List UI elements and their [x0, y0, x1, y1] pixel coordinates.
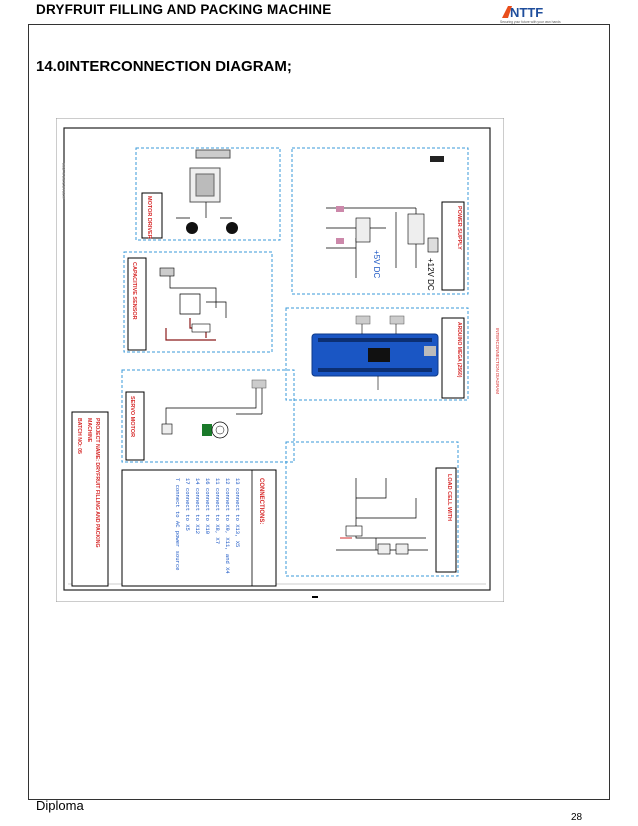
- page-border: [28, 24, 610, 800]
- motor-driver-module: MOTOR DRIVER: [135, 147, 281, 241]
- document-header-title: DRYFRUIT FILLING AND PACKING MACHINE: [36, 2, 332, 17]
- svg-text:NTTF: NTTF: [510, 5, 543, 20]
- section-title: 14.0INTERCONNECTION DIAGRAM;: [36, 58, 292, 75]
- svg-text:T connect to AC power source: T connect to AC power source: [174, 478, 181, 570]
- svg-text:17 connect to X5: 17 connect to X5: [184, 478, 191, 531]
- svg-text:BATCH NO: 05: BATCH NO: 05: [76, 418, 82, 454]
- svg-text:16 connect to X10: 16 connect to X10: [204, 478, 211, 534]
- load-cell-module: LOAD CELL WITH: [285, 441, 459, 577]
- svg-text:CONNECTIONS:: CONNECTIONS:: [258, 478, 264, 524]
- svg-text:13 connect to X13, X5: 13 connect to X13, X5: [234, 478, 241, 547]
- diagram-side-title: INTERCONNECTION DIAGRAM: [495, 328, 500, 394]
- svg-text:Securing your future with your: Securing your future with your own hands: [500, 20, 561, 24]
- svg-text:14 connect to X12: 14 connect to X12: [194, 478, 201, 534]
- svg-text:LOAD CELL WITH: LOAD CELL WITH: [446, 474, 452, 521]
- svg-text:11 connect to X8, X7: 11 connect to X8, X7: [214, 478, 221, 544]
- arduino-mega-module: ARDUINO MEGA (2560): [285, 307, 469, 401]
- footer-label: Diploma: [36, 798, 84, 813]
- capacitive-sensor-module: CAPACITIVE SENSOR: [123, 251, 273, 353]
- svg-text:CAPACITIVE SENSOR: CAPACITIVE SENSOR: [131, 262, 137, 320]
- connections-box: CONNECTIONS: 13 connect to X13, X5 12 co…: [121, 469, 277, 587]
- interconnection-diagram: DIM. 0 DIRECTORY MOTOR DRIVER POWER SUPP…: [56, 118, 504, 602]
- servo-motor-module: SERVO MOTOR: [121, 369, 295, 463]
- svg-text:SERVO MOTOR: SERVO MOTOR: [129, 396, 135, 437]
- page-number: 28: [571, 812, 583, 823]
- svg-text:ARDUINO MEGA (2560): ARDUINO MEGA (2560): [456, 322, 462, 378]
- svg-text:+5V DC: +5V DC: [372, 250, 381, 278]
- svg-text:PROJECT NAME: DRYFRUIT FILLING: PROJECT NAME: DRYFRUIT FILLING AND PACKI…: [94, 418, 100, 548]
- svg-text:MACHINE: MACHINE: [86, 418, 92, 443]
- project-title-box: PROJECT NAME: DRYFRUIT FILLING AND PACKI…: [71, 411, 109, 587]
- svg-text:DIM. 0 DIRECTORY: DIM. 0 DIRECTORY: [61, 163, 66, 200]
- svg-text:+12V DC: +12V DC: [426, 258, 435, 291]
- nttf-logo: NTTF Securing your future with your own …: [500, 5, 561, 24]
- power-supply-module: POWER SUPPLY +5V DC +12V DC: [291, 147, 469, 295]
- svg-text:POWER SUPPLY: POWER SUPPLY: [456, 206, 462, 250]
- svg-text:MOTOR DRIVER: MOTOR DRIVER: [146, 196, 152, 239]
- svg-text:12 connect to X9, X11, and X4: 12 connect to X9, X11, and X4: [224, 478, 231, 574]
